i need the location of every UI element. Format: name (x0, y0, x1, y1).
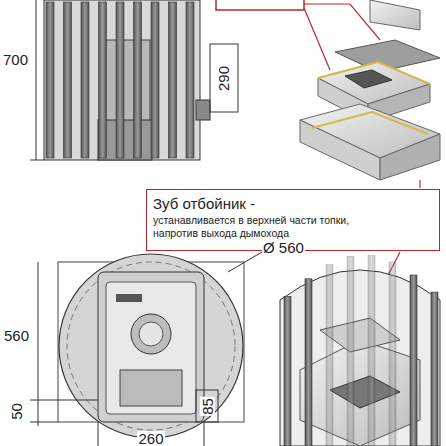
bar (347, 256, 354, 446)
top-view (58, 254, 244, 438)
extension-line (30, 422, 58, 423)
dimension-label: 85 (200, 397, 215, 416)
bar (99, 2, 107, 158)
dimension-line (38, 262, 39, 426)
bar (46, 2, 54, 158)
dimension-label: 560 (3, 328, 30, 343)
bar (134, 2, 142, 158)
dimension-label: 290 (217, 64, 232, 91)
bar (410, 275, 417, 446)
bar (389, 262, 396, 446)
dimension-bracket (196, 390, 218, 422)
bar (81, 2, 89, 158)
bar (368, 256, 375, 446)
dimension-line (36, 0, 37, 160)
extension-line (98, 422, 99, 446)
dimension-label: Ø 560 (262, 240, 305, 255)
extension-line (30, 400, 98, 401)
bar (326, 265, 333, 446)
extension-line (30, 160, 44, 161)
bar (151, 2, 159, 158)
front-view (44, 0, 210, 160)
callout-heading: Зуб отбойник - (153, 195, 359, 212)
cutaway-view (280, 270, 440, 446)
extension-line (204, 422, 205, 446)
dimension-label: 50 (9, 402, 24, 421)
bar (116, 2, 124, 158)
callout-note: устанавливается в верхней части топки, н… (153, 214, 359, 240)
bar (284, 296, 291, 446)
dimension-bracket (210, 44, 238, 112)
dimension-label: 700 (2, 52, 29, 67)
bar (64, 2, 72, 158)
leader-line (228, 252, 262, 272)
bar (186, 2, 194, 158)
bar (305, 279, 312, 446)
exploded-firebox (216, 0, 440, 188)
bar (169, 2, 177, 158)
bar (431, 292, 438, 446)
dimension-label: 260 (137, 431, 164, 446)
